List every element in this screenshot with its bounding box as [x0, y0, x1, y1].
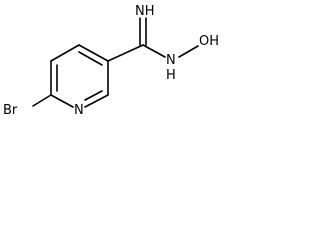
bromine-label: Br — [3, 103, 18, 118]
bond-c3-c4 — [50, 44, 80, 62]
molecule-diagram: Br N NH N H OH — [3, 4, 219, 118]
bond-amidine-n — [142, 44, 166, 58]
bond-c4-c5 — [78, 44, 109, 62]
ring-nitrogen-label: N — [74, 103, 84, 118]
hydroxyl-label: OH — [199, 34, 219, 49]
amine-hydrogen-label: H — [166, 68, 176, 83]
bond-n1-c2 — [50, 94, 74, 108]
double-bond-c6-n1 — [84, 90, 103, 101]
imine-label: NH — [135, 4, 155, 19]
structure-canvas: Br N NH N H OH — [0, 0, 240, 138]
bond-c6-n1 — [84, 94, 109, 108]
pyridine-ring — [50, 44, 109, 108]
double-bond-c4-c5 — [78, 51, 103, 66]
amine-label: N — [166, 53, 176, 68]
bond-n-oh — [178, 45, 199, 58]
bond-c2-br — [32, 94, 52, 107]
bond-c5-amidine — [107, 44, 144, 62]
